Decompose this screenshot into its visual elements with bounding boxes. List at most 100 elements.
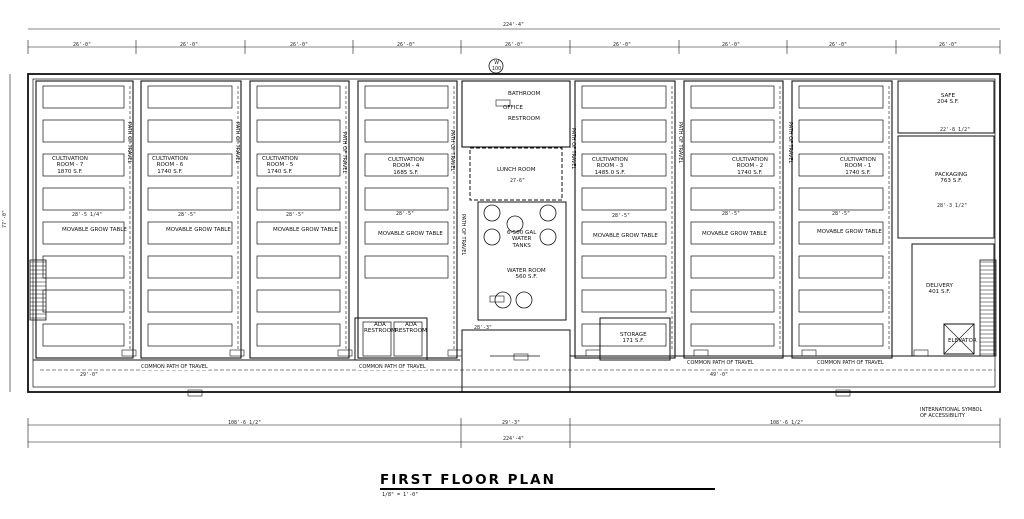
ada-restroom-2-label: ADA RESTROOM bbox=[395, 322, 427, 335]
grow-table bbox=[42, 119, 125, 143]
door-tag bbox=[513, 353, 529, 361]
cultivation-room-6-label: CULTIVATION ROOM - 6 1740 S.F. bbox=[152, 156, 188, 175]
grow-table bbox=[256, 187, 341, 211]
grow-table bbox=[798, 187, 884, 211]
water-tank bbox=[539, 228, 557, 246]
grow-table bbox=[690, 289, 775, 313]
grow-table-label-3: MOVABLE GROW TABLE bbox=[593, 233, 658, 239]
left-stair bbox=[29, 259, 47, 321]
bay-dim-1: 26'-0" bbox=[73, 42, 92, 48]
grow-table bbox=[256, 85, 341, 109]
grow-table bbox=[581, 221, 667, 245]
water-room-walls bbox=[477, 201, 567, 321]
lunch-room-dim: 27-6" bbox=[510, 178, 526, 184]
door-tag bbox=[187, 389, 203, 397]
grow-table-label-5: MOVABLE GROW TABLE bbox=[273, 227, 338, 233]
grow-table bbox=[690, 119, 775, 143]
door-tag bbox=[337, 349, 353, 357]
cultivation-room-2-walls bbox=[140, 80, 242, 359]
bay-dim-3: 26'-0" bbox=[290, 42, 309, 48]
packaging-walls bbox=[897, 135, 995, 239]
room-2-dim: 28'-5" bbox=[722, 211, 741, 217]
grow-table bbox=[147, 85, 233, 109]
grow-table bbox=[147, 255, 233, 279]
bay-dim-7: 26'-0" bbox=[722, 42, 741, 48]
grow-table bbox=[147, 187, 233, 211]
elevator-label: ELEVATOR bbox=[948, 338, 977, 344]
grow-table bbox=[581, 289, 667, 313]
grow-table bbox=[690, 85, 775, 109]
room-7-dim: 28'-5 1/4" bbox=[72, 212, 103, 218]
grow-table bbox=[256, 323, 341, 347]
bay-dim-2: 26'-0" bbox=[180, 42, 199, 48]
cultivation-room-7-label: CULTIVATION ROOM - 7 1870 S.F. bbox=[52, 156, 88, 175]
grow-table bbox=[256, 153, 341, 177]
grow-table bbox=[256, 221, 341, 245]
grow-table bbox=[798, 85, 884, 109]
grow-table bbox=[147, 119, 233, 143]
door-tag bbox=[913, 349, 929, 357]
grow-table bbox=[42, 289, 125, 313]
center-dim: 29'-3" bbox=[502, 420, 521, 426]
overall-depth-dim: 77'-0" bbox=[2, 209, 8, 228]
ada-restroom-1 bbox=[362, 321, 392, 357]
grow-table-label-1: MOVABLE GROW TABLE bbox=[817, 229, 882, 235]
building-inner-wall bbox=[32, 78, 996, 388]
grow-table bbox=[364, 119, 449, 143]
safe-dim: 22'-8 1/2" bbox=[940, 127, 971, 133]
grow-table bbox=[147, 289, 233, 313]
grow-table bbox=[798, 153, 884, 177]
grow-table-label-7: MOVABLE GROW TABLE bbox=[62, 227, 127, 233]
grow-table bbox=[798, 119, 884, 143]
overall-width-dim: 224'-4" bbox=[503, 22, 525, 28]
path-of-travel-label-6: PATH OF TRAVEL bbox=[570, 128, 576, 170]
delivery-label: DELIVERY 401 S.F. bbox=[926, 283, 953, 296]
packaging-dim: 28'-3 1/2" bbox=[937, 203, 968, 209]
door-tag bbox=[229, 349, 245, 357]
water-tank bbox=[515, 291, 533, 309]
accessibility-note: INTERNATIONAL SYMBOL OF ACCESSIBILITY bbox=[920, 407, 983, 419]
ada-restroom-2 bbox=[393, 321, 423, 357]
cultivation-room-5-label: CULTIVATION ROOM - 5 1740 S.F. bbox=[262, 156, 298, 175]
packaging-label: PACKAGING 763 S.F. bbox=[935, 172, 968, 185]
room-3-dim: 28'-5" bbox=[612, 213, 631, 219]
right-wing-dim: 108'-6 1/2" bbox=[770, 420, 804, 426]
door-tag bbox=[447, 349, 463, 357]
water-tank bbox=[494, 291, 512, 309]
cultivation-room-3-walls bbox=[249, 80, 350, 359]
grow-table bbox=[581, 119, 667, 143]
storage-label: STORAGE 171 S.F. bbox=[620, 332, 647, 345]
office-label: OFFICE bbox=[503, 105, 523, 111]
grow-table bbox=[690, 187, 775, 211]
grow-table bbox=[256, 255, 341, 279]
grow-table bbox=[364, 85, 449, 109]
grow-table bbox=[581, 85, 667, 109]
grow-table bbox=[42, 255, 125, 279]
common-path-label-2: COMMON PATH OF TRAVEL bbox=[358, 364, 427, 370]
bay-dim-9: 26'-0" bbox=[939, 42, 958, 48]
grow-table bbox=[364, 153, 449, 177]
overall-width-dim-bottom: 224'-4" bbox=[503, 436, 525, 442]
door-tag bbox=[693, 349, 709, 357]
grow-table bbox=[581, 153, 667, 177]
grow-table bbox=[147, 323, 233, 347]
room-6-dim: 28'-5" bbox=[178, 212, 197, 218]
grow-table-label-6: MOVABLE GROW TABLE bbox=[166, 227, 231, 233]
grow-table bbox=[798, 255, 884, 279]
door-tag bbox=[121, 349, 137, 357]
water-tank bbox=[483, 228, 501, 246]
bay-dim-6: 26'-0" bbox=[613, 42, 632, 48]
grow-table bbox=[147, 153, 233, 177]
lobby-dim: 28'-3" bbox=[474, 325, 493, 331]
entry-vestibule bbox=[461, 329, 571, 393]
grow-table bbox=[690, 323, 775, 347]
water-room-label: WATER ROOM 560 S.F. bbox=[507, 268, 546, 281]
room-4-dim: 28'-5" bbox=[396, 211, 415, 217]
bay-dim-5: 26'-0" bbox=[505, 42, 524, 48]
lunch-room-walls bbox=[469, 147, 563, 201]
mechanical-tag-label: W 100 bbox=[492, 61, 502, 73]
path-of-travel-label-2: PATH OF TRAVEL bbox=[234, 122, 240, 164]
grow-table bbox=[690, 153, 775, 177]
bay-dim-4: 26'-0" bbox=[397, 42, 416, 48]
